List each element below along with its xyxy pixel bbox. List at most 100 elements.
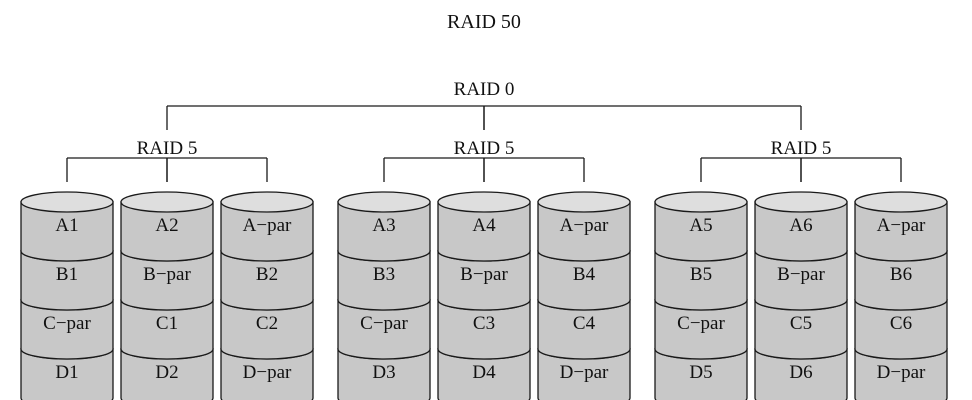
- disk-segment: [337, 348, 431, 400]
- disk-block-label: A3: [372, 215, 395, 236]
- raid5-group: A1B1C−parD1A2B−parC1D2A−parB2C2D−parRAID…: [20, 138, 314, 400]
- disk-segment: [220, 299, 314, 360]
- disk-segment: [854, 299, 948, 360]
- disk-block-label: D3: [372, 362, 395, 383]
- disk-segment: [20, 348, 114, 400]
- disk-segment: [220, 348, 314, 400]
- disk-block-label: C1: [156, 313, 178, 334]
- disk-block-label: A5: [689, 215, 712, 236]
- disk-block-label: B6: [890, 264, 912, 285]
- disk-block-label: A−par: [877, 215, 926, 236]
- disk-segment: [654, 299, 748, 360]
- disk-segment: [337, 201, 431, 262]
- disk-block-label: A1: [55, 215, 78, 236]
- disk-segment: [754, 299, 848, 360]
- disk-block-label: B−par: [777, 264, 825, 285]
- disk-segment: [220, 250, 314, 311]
- raid5-label: RAID 5: [771, 138, 832, 159]
- disk-segment: [437, 201, 531, 262]
- disk-segment: [854, 348, 948, 400]
- diagram-title: RAID 50: [447, 11, 521, 33]
- disk-segment-top: [220, 191, 314, 213]
- disk-segment: [20, 299, 114, 360]
- disk-segment-top: [654, 191, 748, 213]
- disk-segment: [20, 201, 114, 262]
- disk-segment-top: [754, 191, 848, 213]
- disk-segment-top: [337, 191, 431, 213]
- disk-segment: [120, 299, 214, 360]
- disk-segment-top: [437, 191, 531, 213]
- disk-segment: [854, 250, 948, 311]
- disk-segment: [537, 299, 631, 360]
- connector-lines: [66, 105, 902, 182]
- disk-block-label: B3: [373, 264, 395, 285]
- disk-segment: [754, 348, 848, 400]
- disk-segment: [754, 201, 848, 262]
- disk-block-label: D2: [155, 362, 178, 383]
- disk-segment: [654, 348, 748, 400]
- disk-segment: [437, 250, 531, 311]
- disk-block-label: C5: [790, 313, 812, 334]
- disk-block-label: D−par: [877, 362, 926, 383]
- disk-segment: [537, 201, 631, 262]
- disk-block-label: A−par: [243, 215, 292, 236]
- disk-block-label: C4: [573, 313, 596, 334]
- disk-block-label: C6: [890, 313, 912, 334]
- raid5-group: A5B5C−parD5A6B−parC5D6A−parB6C6D−parRAID…: [654, 138, 948, 400]
- disk-block-label: A2: [155, 215, 178, 236]
- disk-block-label: D5: [689, 362, 712, 383]
- disk-segment: [120, 348, 214, 400]
- disk-block-label: D−par: [243, 362, 292, 383]
- disk-segment-top: [120, 191, 214, 213]
- raid5-label: RAID 5: [137, 138, 198, 159]
- disk-segment: [537, 348, 631, 400]
- disk-segment: [120, 250, 214, 311]
- disk-block-label: C3: [473, 313, 495, 334]
- disk-block-label: B2: [256, 264, 278, 285]
- disk-block-label: D1: [55, 362, 78, 383]
- disk-block-label: A6: [789, 215, 812, 236]
- disk-block-label: D4: [472, 362, 496, 383]
- disk-segment: [437, 348, 531, 400]
- disk-block-label: C−par: [43, 313, 91, 334]
- disk-segment-top: [854, 191, 948, 213]
- disk-block-label: C2: [256, 313, 278, 334]
- disk-segment: [120, 201, 214, 262]
- disk-block-label: D−par: [560, 362, 609, 383]
- disk-block-label: A−par: [560, 215, 609, 236]
- disk-block-label: C−par: [360, 313, 408, 334]
- raid0-label: RAID 0: [454, 79, 515, 100]
- disk-segment: [654, 201, 748, 262]
- disk-segment: [20, 250, 114, 311]
- disk-block-label: C−par: [677, 313, 725, 334]
- disk-block-label: B1: [56, 264, 78, 285]
- disk-segment: [537, 250, 631, 311]
- disk-block-label: D6: [789, 362, 812, 383]
- disk-segment: [337, 250, 431, 311]
- disk-segment: [220, 201, 314, 262]
- disk-block-label: B−par: [460, 264, 508, 285]
- disk-segment-top: [537, 191, 631, 213]
- raid5-group: A3B3C−parD3A4B−parC3D4A−parB4C4D−parRAID…: [337, 138, 631, 400]
- disk-segment: [854, 201, 948, 262]
- disk-segment: [337, 299, 431, 360]
- disk-block-label: B5: [690, 264, 712, 285]
- disk-segment: [754, 250, 848, 311]
- disk-segment-top: [20, 191, 114, 213]
- disk-block-label: A4: [472, 215, 496, 236]
- raid5-label: RAID 5: [454, 138, 515, 159]
- disk-block-label: B4: [573, 264, 596, 285]
- disk-segment: [654, 250, 748, 311]
- disk-segment: [437, 299, 531, 360]
